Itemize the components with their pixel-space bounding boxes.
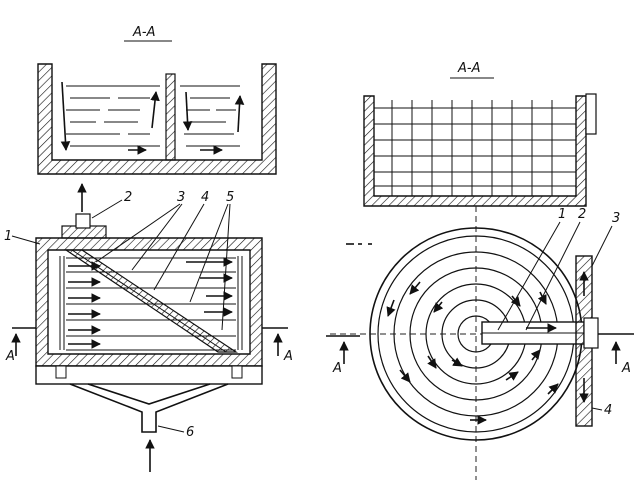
section-mark-a: А bbox=[621, 361, 631, 376]
arrow-icon bbox=[60, 81, 71, 151]
arrow-icon bbox=[150, 91, 160, 129]
callout-6: 6 bbox=[186, 425, 194, 440]
arrow-icon bbox=[409, 281, 421, 295]
left-view: А-А bbox=[4, 25, 293, 472]
right-section-label: А-А bbox=[457, 61, 480, 76]
arrow-icon bbox=[433, 301, 444, 313]
arrow-icon bbox=[182, 91, 193, 131]
ring-arrows bbox=[386, 281, 559, 425]
callout-2: 2 bbox=[124, 190, 132, 205]
arrow-icon bbox=[505, 371, 519, 381]
callout-3: 3 bbox=[177, 190, 185, 205]
callout-4: 4 bbox=[604, 403, 612, 418]
right-top-section bbox=[363, 93, 597, 207]
callout-1: 1 bbox=[4, 229, 12, 244]
right-view: А-А bbox=[326, 61, 634, 480]
left-main-tank bbox=[35, 237, 263, 367]
diagonal-channel bbox=[64, 249, 238, 353]
arrow-icon bbox=[234, 95, 245, 133]
outlet-flange bbox=[583, 317, 599, 349]
left-top-water bbox=[66, 85, 240, 147]
arrow-icon bbox=[537, 291, 547, 305]
left-section-label: А-А bbox=[132, 25, 155, 40]
left-hopper bbox=[35, 365, 263, 433]
section-mark-a: А bbox=[283, 349, 293, 364]
arrow-icon bbox=[451, 357, 463, 367]
section-mark-a: А bbox=[5, 349, 15, 364]
arrow-icon bbox=[547, 383, 559, 395]
callout-1: 1 bbox=[558, 207, 566, 222]
arrow-icon bbox=[530, 349, 541, 361]
section-mark-a: А bbox=[332, 361, 342, 376]
callout-4: 4 bbox=[201, 190, 209, 205]
right-top-outlet bbox=[585, 93, 597, 135]
left-top-section bbox=[37, 63, 277, 175]
callout-2: 2 bbox=[578, 207, 586, 222]
inlet-pipe bbox=[75, 213, 91, 229]
left-top-divider bbox=[165, 73, 176, 161]
callout-3: 3 bbox=[612, 211, 620, 226]
callout-5: 5 bbox=[226, 190, 234, 205]
arrow-icon bbox=[399, 369, 411, 383]
arrow-icon bbox=[510, 295, 521, 307]
arrow-icon bbox=[427, 355, 437, 369]
arrow-icon bbox=[386, 299, 396, 317]
